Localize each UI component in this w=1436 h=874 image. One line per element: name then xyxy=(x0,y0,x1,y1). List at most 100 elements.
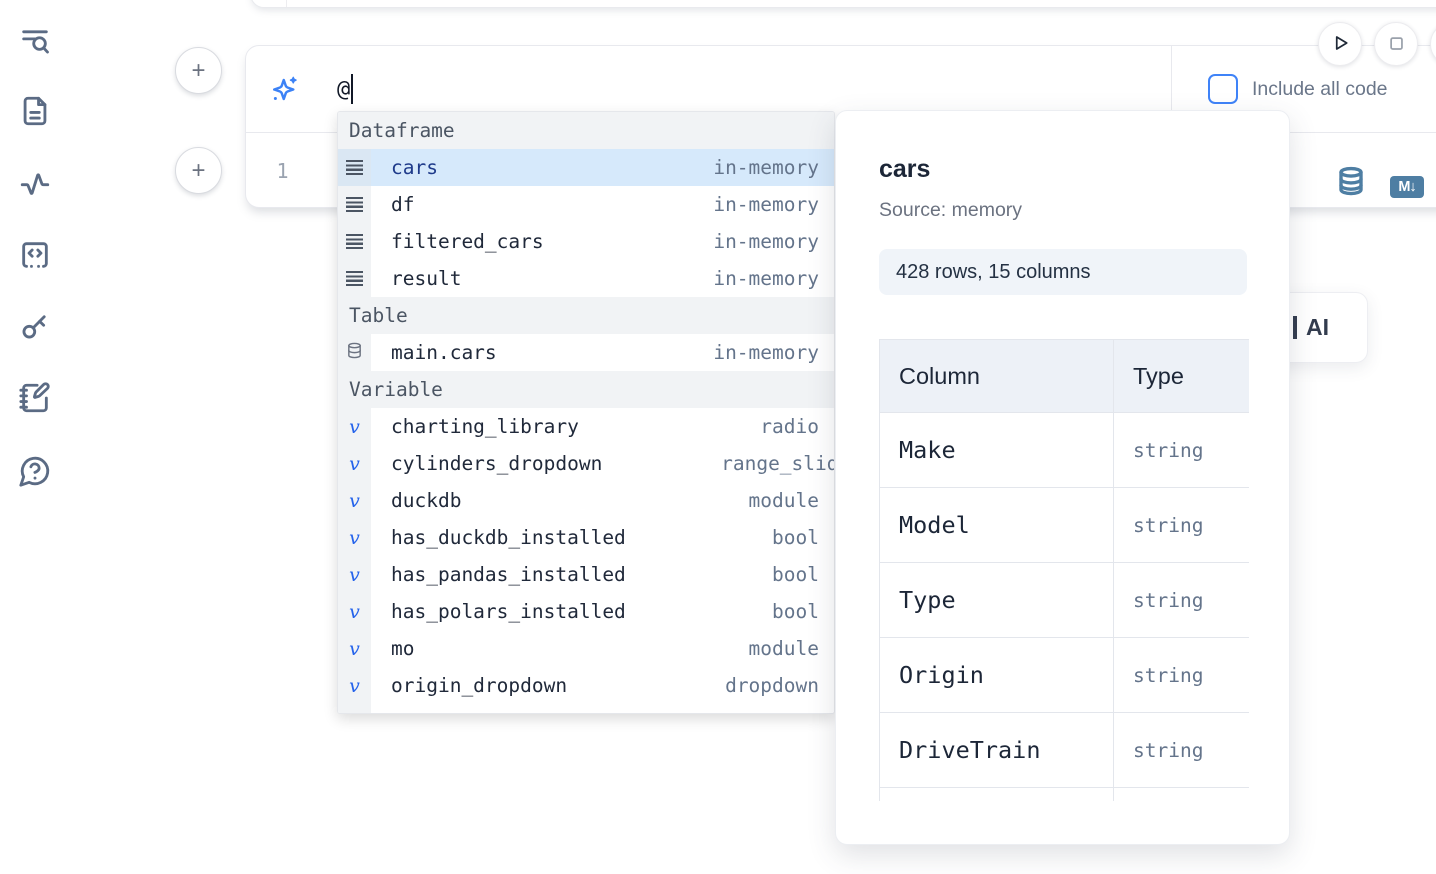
sidebar-item-secrets[interactable] xyxy=(18,307,56,345)
autocomplete-item-origin_dropdown[interactable]: v origin_dropdown dropdown xyxy=(338,667,834,704)
code-cell-icon xyxy=(18,238,56,272)
autocomplete-item-df[interactable]: df in-memory xyxy=(338,186,834,223)
add-cell-button-top[interactable]: + xyxy=(175,47,222,94)
variable-icon: v xyxy=(349,674,360,697)
autocomplete-item-icon-cell: v xyxy=(338,482,371,519)
sidebar-item-code-cell[interactable] xyxy=(18,236,56,274)
autocomplete-item-filtered_cars[interactable]: filtered_cars in-memory xyxy=(338,223,834,260)
previous-cell-gutter-divider xyxy=(286,0,287,7)
autocomplete-item-name: filtered_cars xyxy=(391,230,544,253)
schema-column-name: Model xyxy=(879,487,1114,563)
code-editor-row[interactable]: 1 xyxy=(246,133,1436,209)
run-cell-button[interactable] xyxy=(1318,22,1362,66)
variable-icon: v xyxy=(349,637,360,660)
autocomplete-item-icon-cell: v xyxy=(338,667,371,704)
autocomplete-item-main.cars[interactable]: main.cars in-memory xyxy=(338,334,834,371)
autocomplete-item-type: bool xyxy=(772,600,819,623)
autocomplete-item-type: bool xyxy=(772,526,819,549)
sidebar-item-toc-search[interactable] xyxy=(18,22,56,60)
variable-icon: v xyxy=(349,489,360,512)
autocomplete-item-name: main.cars xyxy=(391,341,497,364)
autocomplete-item-name: df xyxy=(391,193,415,216)
autocomplete-item-icon-cell: v xyxy=(338,593,371,630)
sidebar-item-scratchpad[interactable] xyxy=(18,379,56,417)
schema-column-type: string xyxy=(1113,562,1249,638)
autocomplete-item-type: module xyxy=(748,489,819,512)
autocomplete-item-icon-cell: v xyxy=(338,408,371,445)
autocomplete-item-type: radio xyxy=(760,415,819,438)
autocomplete-item-charting_library[interactable]: v charting_library radio xyxy=(338,408,834,445)
schema-column-name: Make xyxy=(879,412,1114,488)
autocomplete-item-name: cylinders_dropdown xyxy=(391,452,603,475)
text-cursor xyxy=(351,74,354,104)
autocomplete-item-icon-cell xyxy=(338,149,371,186)
file-text-icon xyxy=(18,94,56,128)
schema-column-name: Origin xyxy=(879,637,1114,713)
autocomplete-item-name: has_polars_installed xyxy=(391,600,626,623)
autocomplete-item-icon-cell xyxy=(338,223,371,260)
sidebar-item-files[interactable] xyxy=(18,92,56,130)
add-cell-button-bottom[interactable]: + xyxy=(175,147,222,194)
schema-column-type: string xyxy=(1113,487,1249,563)
play-icon xyxy=(1327,30,1353,59)
autocomplete-item-name: has_pandas_installed xyxy=(391,563,626,586)
include-all-code-checkbox[interactable] xyxy=(1208,74,1238,104)
autocomplete-item-type: in-memory xyxy=(713,341,819,364)
autocomplete-item-type: dropdown xyxy=(725,674,819,697)
autocomplete-item-type: in-memory xyxy=(713,230,819,253)
markdown-icon[interactable]: M↓ xyxy=(1390,176,1424,198)
autocomplete-item-type: in-memory xyxy=(713,156,819,179)
stop-cell-button[interactable] xyxy=(1374,22,1418,66)
dataframe-icon xyxy=(346,271,363,286)
variable-icon: v xyxy=(349,526,360,549)
key-icon xyxy=(18,309,56,343)
variable-icon: v xyxy=(349,600,360,623)
autocomplete-item-pd[interactable]: v pd module xyxy=(338,704,834,714)
line-number: 1 xyxy=(276,159,289,183)
previous-cell-remnant xyxy=(250,0,1436,8)
autocomplete-item-name: charting_library xyxy=(391,415,579,438)
autocomplete-item-has_polars_installed[interactable]: v has_polars_installed bool xyxy=(338,593,834,630)
autocomplete-item-icon-cell xyxy=(338,186,371,223)
ai-prompt-input[interactable]: @ xyxy=(337,74,354,104)
autocomplete-item-icon-cell: v xyxy=(338,519,371,556)
autocomplete-item-name: pd xyxy=(391,711,414,713)
sidebar-item-help[interactable] xyxy=(18,452,56,490)
variable-icon: v xyxy=(349,712,360,714)
autocomplete-item-type: in-memory xyxy=(713,267,819,290)
autocomplete-item-name: mo xyxy=(391,637,415,660)
schema-column-name: DriveTrain xyxy=(879,712,1114,788)
activity-icon xyxy=(18,167,56,201)
autocomplete-section-header: Variable xyxy=(338,371,834,408)
autocomplete-item-name: origin_dropdown xyxy=(391,674,568,697)
dataframe-preview-panel: cars Source: memory 428 rows, 15 columns… xyxy=(835,110,1290,845)
notebook-pen-icon xyxy=(18,381,56,415)
include-all-code-region: Include all code xyxy=(1171,46,1388,132)
autocomplete-item-type: in-memory xyxy=(713,193,819,216)
database-icon[interactable] xyxy=(1336,166,1366,201)
variable-icon: v xyxy=(349,452,360,475)
autocomplete-item-icon-cell: v xyxy=(338,445,371,482)
sidebar-item-activity[interactable] xyxy=(18,165,56,203)
schema-column-type: string xyxy=(1113,712,1249,788)
schema-column-name: Type xyxy=(879,562,1114,638)
autocomplete-item-icon-cell: v xyxy=(338,630,371,667)
autocomplete-item-type: bool xyxy=(772,563,819,586)
schema-column-header: Type xyxy=(1113,339,1249,413)
autocomplete-section-header: Dataframe xyxy=(338,112,834,149)
autocomplete-item-type: module xyxy=(749,711,819,713)
autocomplete-item-icon-cell xyxy=(338,260,371,297)
